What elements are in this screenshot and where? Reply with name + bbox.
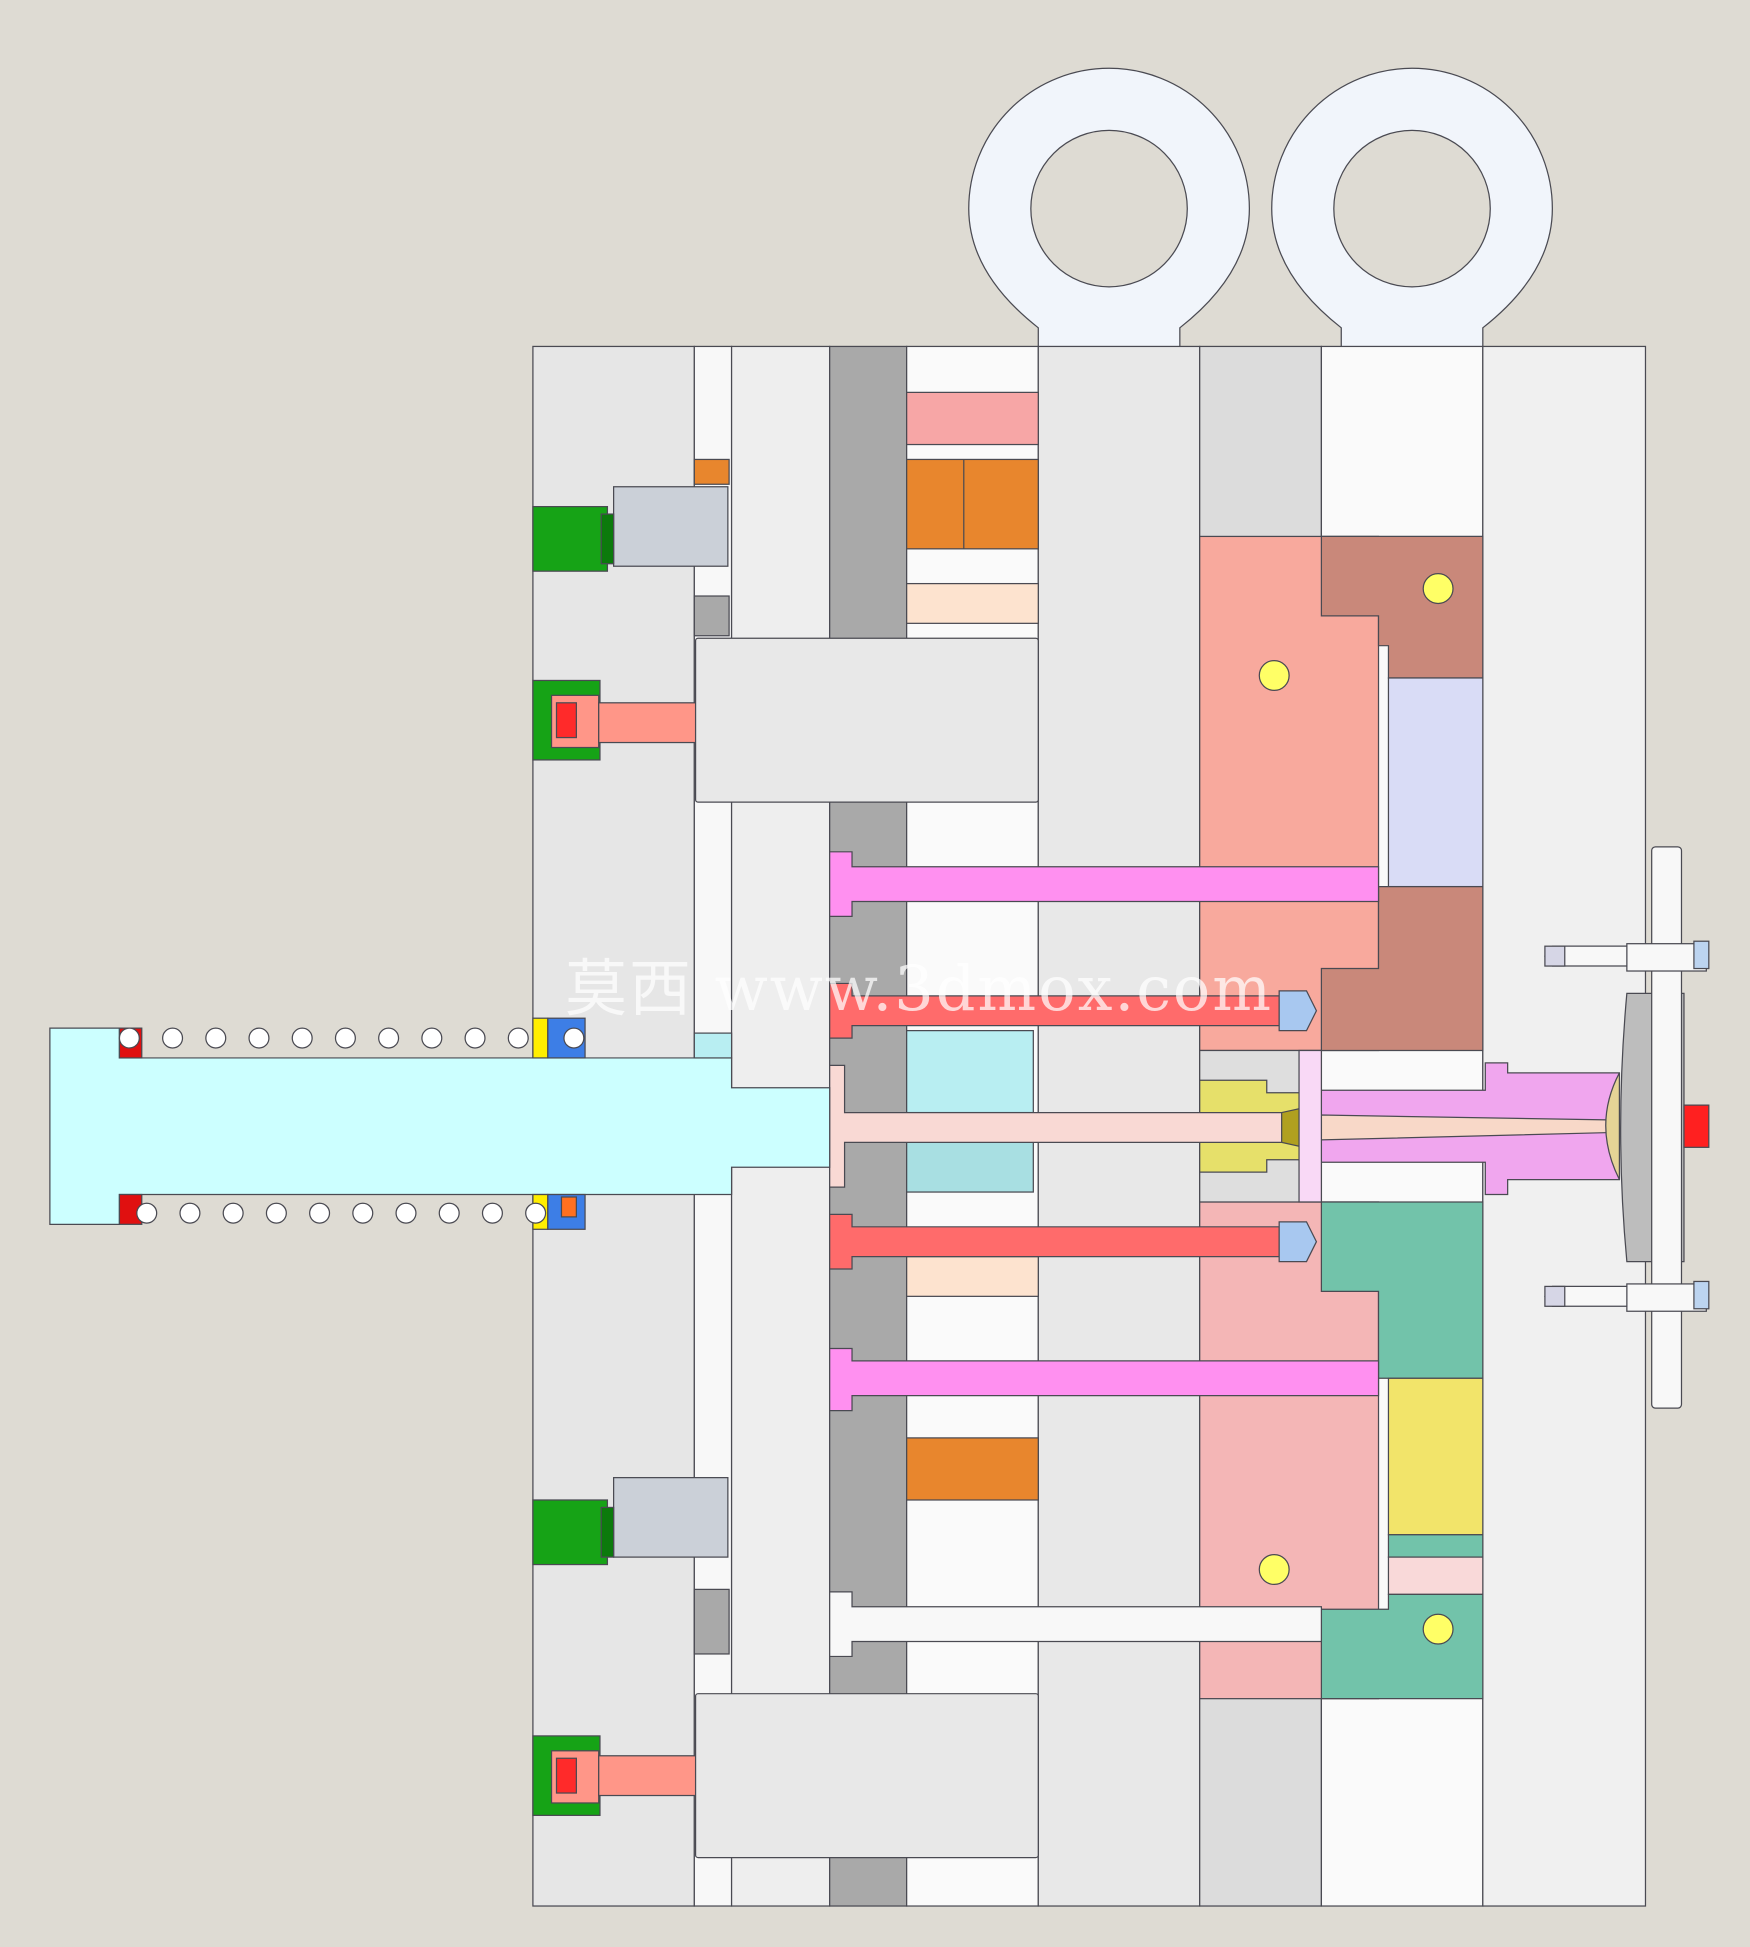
- core-insert-pink-strip: [1387, 1556, 1484, 1595]
- support-pin-red: [906, 391, 1039, 446]
- ejector-pin-upper: [829, 851, 1380, 918]
- guide-pin-bottom: [532, 1477, 730, 1655]
- core-insert-teal-bottom: [1320, 1593, 1484, 1700]
- spring-coil-top: [118, 1027, 140, 1049]
- support-pin-cyan-bottom: [906, 1139, 1034, 1193]
- support-pin-cyan-top: [906, 1029, 1034, 1114]
- support-pillar-bottom: [694, 1693, 1039, 1859]
- cavity-insert-top: [1199, 535, 1380, 1052]
- spring-coil-top: [291, 1027, 313, 1049]
- support-pillar-top: [694, 637, 1039, 803]
- guide-pin-top: [532, 458, 730, 637]
- spring-coil-bottom: [525, 1202, 547, 1224]
- spring-coil-bottom: [179, 1202, 201, 1224]
- spring-coil-top: [205, 1027, 227, 1049]
- return-pin: [829, 1591, 1323, 1658]
- core-insert-teal-mid: [1387, 1534, 1484, 1558]
- slider-insert-yellow: [1387, 1377, 1484, 1536]
- spring-coil-bottom: [136, 1202, 158, 1224]
- slider-insert-lavender: [1387, 677, 1484, 888]
- nozzle-tip: [1683, 1104, 1710, 1148]
- spring-coil-bottom: [222, 1202, 244, 1224]
- spring-coil-top: [421, 1027, 443, 1049]
- spring-coil-bottom: [265, 1202, 287, 1224]
- spring-coil-bottom: [352, 1202, 374, 1224]
- spring-coil-top: [507, 1027, 529, 1049]
- spring-coil-bottom: [438, 1202, 460, 1224]
- support-pin-peach-low: [906, 1255, 1039, 1297]
- support-pin-peach: [906, 582, 1039, 624]
- ejector-pin-red-upper: [829, 982, 1318, 1039]
- ejector-pin-lower: [829, 1347, 1380, 1412]
- locating-ring: [1544, 846, 1710, 1409]
- spring-coil-bottom: [481, 1202, 503, 1224]
- spring-coil-top: [563, 1027, 585, 1049]
- support-pin-orange: [906, 458, 1039, 550]
- spring-coil-top: [378, 1027, 400, 1049]
- socket-screw-bottom: [532, 1735, 818, 1816]
- spring-coil-top: [248, 1027, 270, 1049]
- support-pin-orange-low: [906, 1437, 1039, 1501]
- core-insert-top-brown: [1320, 535, 1484, 679]
- spring-coil-top: [162, 1027, 184, 1049]
- spring-coil-bottom: [309, 1202, 331, 1224]
- spring-coil-top: [334, 1027, 356, 1049]
- spring-coils: [118, 1027, 585, 1224]
- ejector-pin-red-lower: [829, 1213, 1318, 1270]
- return-spring-rod: [49, 1017, 831, 1230]
- spring-coil-top: [464, 1027, 486, 1049]
- dowel-pin-1: [1258, 659, 1290, 692]
- spring-coil-bottom: [395, 1202, 417, 1224]
